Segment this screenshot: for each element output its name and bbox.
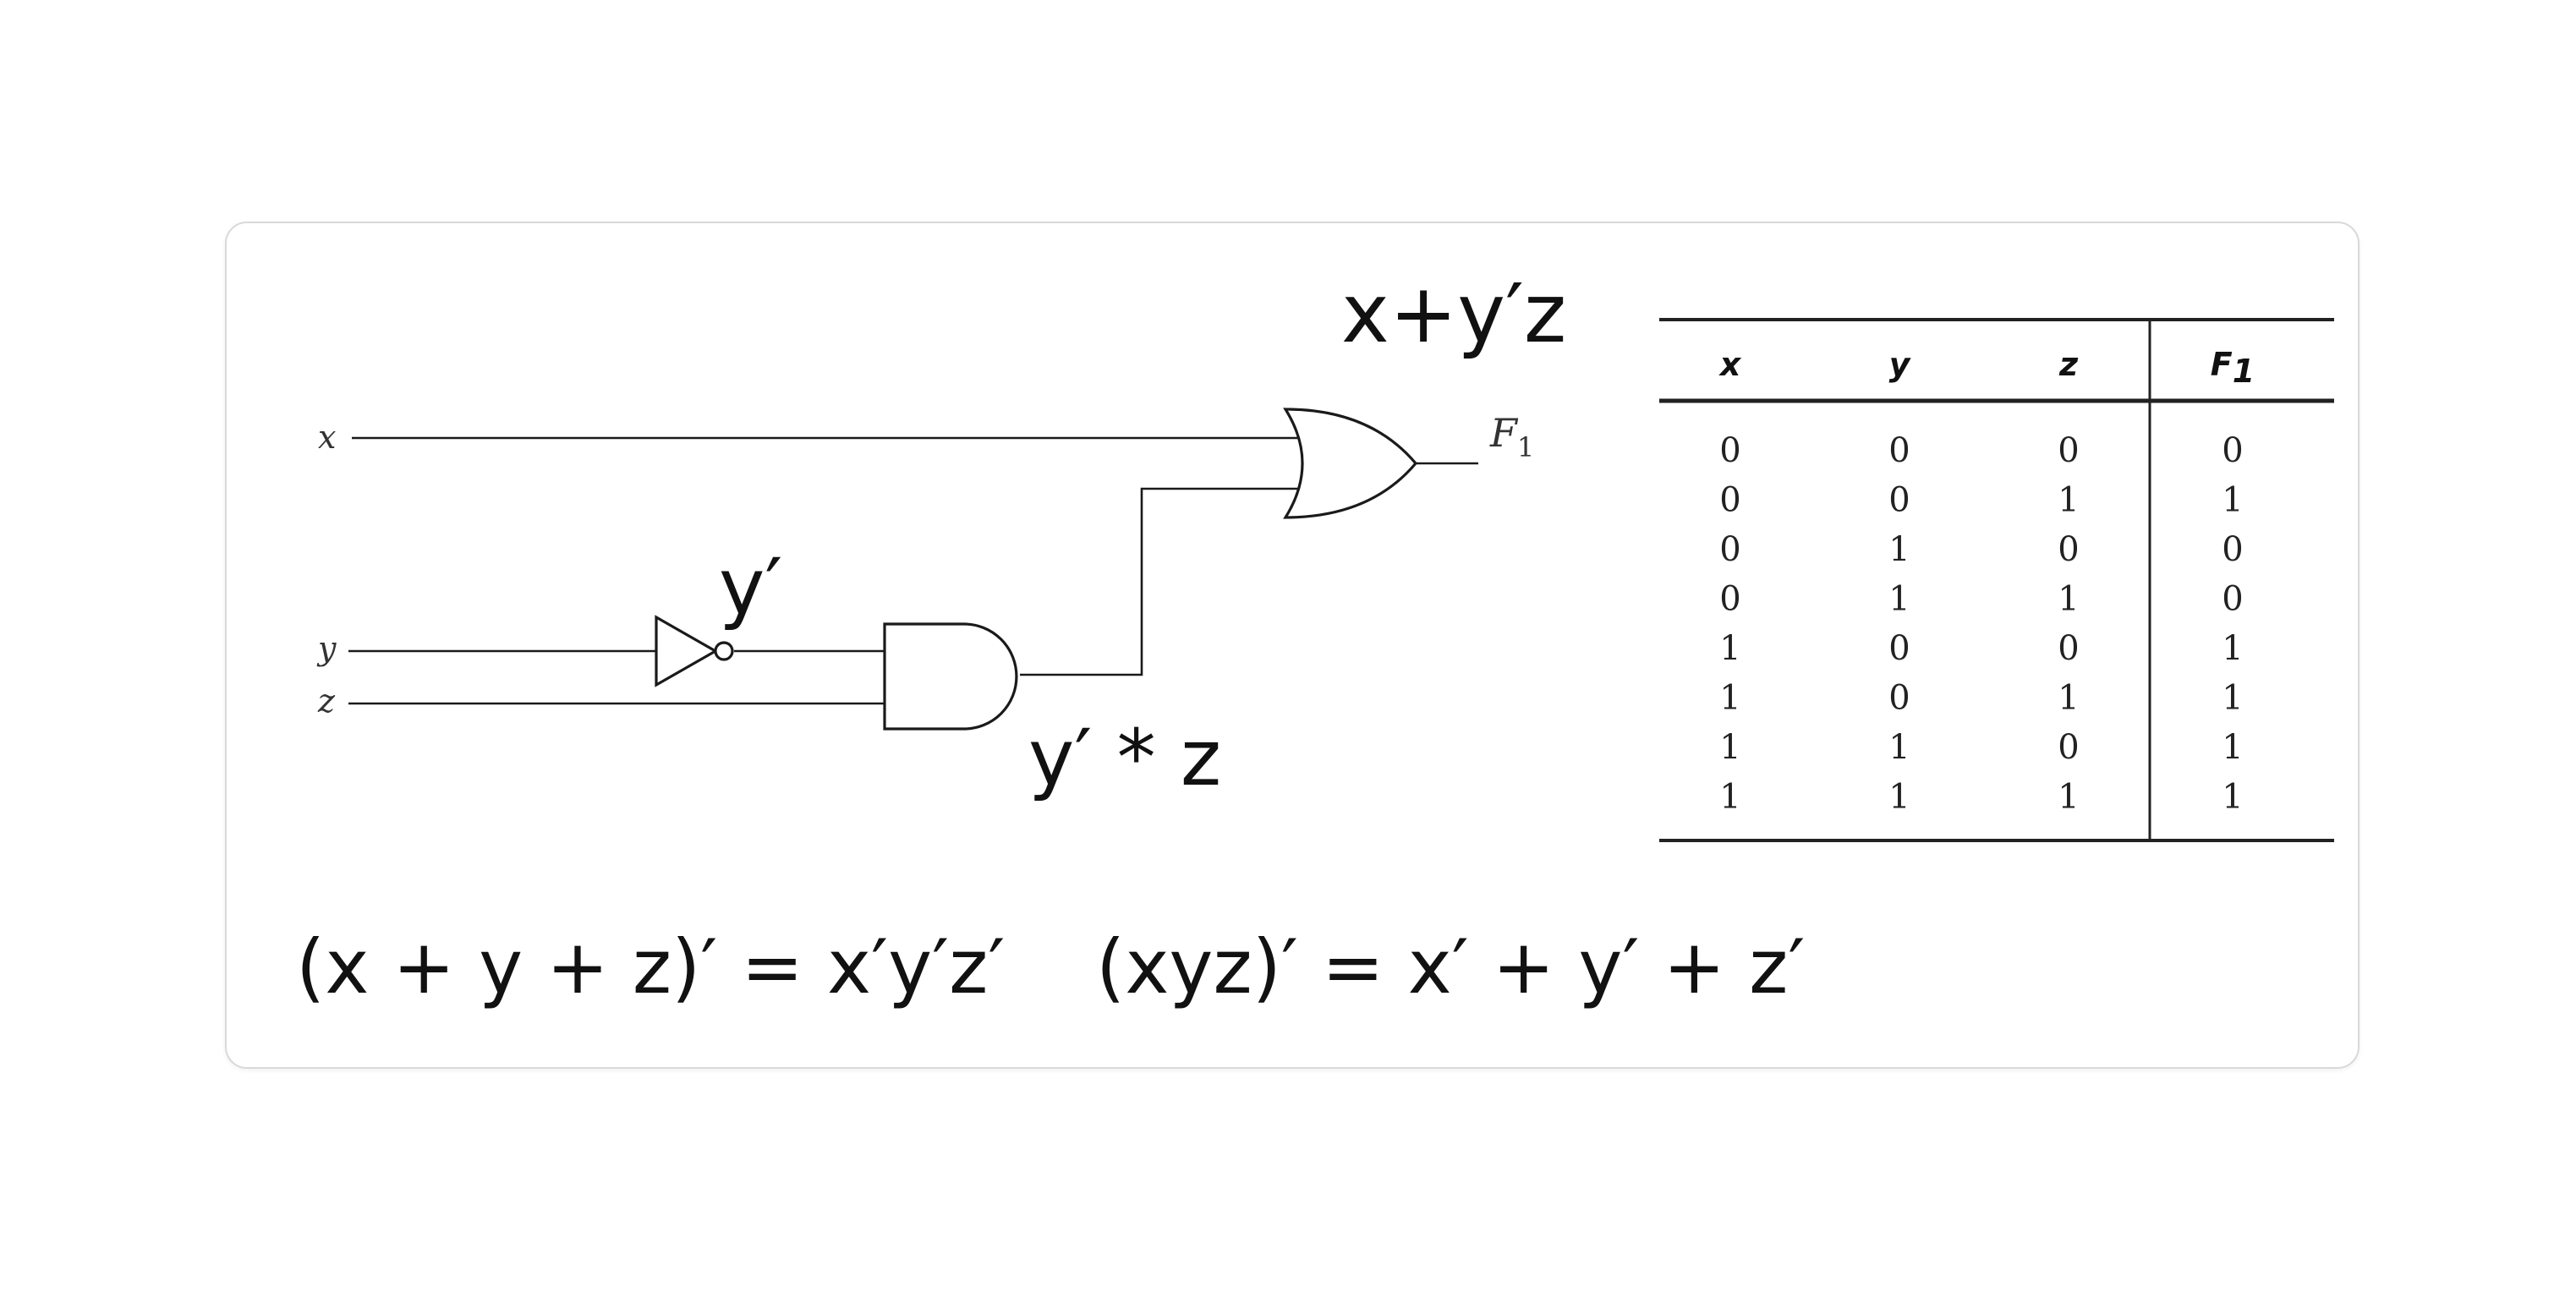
- diagram-card: [225, 222, 2360, 1069]
- output-label: F1: [1489, 410, 1534, 463]
- table-row: 1 0 0 1: [1719, 629, 2243, 668]
- header-f1: F1: [2211, 346, 2255, 390]
- cell-y: 0: [1888, 679, 1910, 718]
- cell-y: 1: [1888, 728, 1910, 767]
- table-row: 0 0 0 0: [1719, 431, 2243, 470]
- cell-y: 1: [1888, 580, 1910, 619]
- cell-z: 1: [2058, 778, 2079, 817]
- cell-x: 1: [1719, 629, 1740, 668]
- cell-x: 0: [1719, 481, 1740, 520]
- cell-x: 1: [1719, 679, 1740, 718]
- cell-z: 0: [2058, 431, 2079, 470]
- cell-z: 1: [2058, 679, 2079, 718]
- table-row: 0 0 1 1: [1719, 481, 2243, 520]
- cell-f1: 1: [2222, 778, 2243, 817]
- table-body: 0 0 0 0 0 0 1 1 0 1 0 0 0 1 1 0 1 0 0 1 1 0 1 1 1 1 0 1 1 1 1 1: [1719, 431, 2243, 817]
- equation-demorgan-and: (xyz)′ = x′ + y′ + z′: [1096, 923, 1805, 1010]
- input-label-y: y: [316, 630, 337, 667]
- header-y: y: [1889, 346, 1912, 383]
- cell-x: 0: [1719, 580, 1740, 619]
- cell-z: 0: [2058, 530, 2079, 569]
- cell-f1: 0: [2222, 580, 2243, 619]
- table-row: 1 1 1 1: [1719, 778, 2243, 817]
- and-gate: [883, 622, 1018, 731]
- cell-z: 0: [2058, 629, 2079, 668]
- cell-x: 1: [1719, 728, 1740, 767]
- cell-y: 0: [1888, 481, 1910, 520]
- equation-demorgan-or: (x + y + z)′ = x′y′z′: [296, 923, 1005, 1010]
- table-row: 0 1 1 0: [1719, 580, 2243, 619]
- cell-f1: 1: [2222, 679, 2243, 718]
- table-row: 1 1 0 1: [1719, 728, 2243, 767]
- not-expression-label: y′: [719, 542, 782, 632]
- cell-z: 1: [2058, 481, 2079, 520]
- cell-f1: 1: [2222, 481, 2243, 520]
- cell-f1: 1: [2222, 728, 2243, 767]
- table-row: 0 1 0 0: [1719, 530, 2243, 569]
- and-expression-label: y′ * z: [1028, 713, 1221, 803]
- cell-x: 1: [1719, 778, 1740, 817]
- cell-z: 0: [2058, 728, 2079, 767]
- not-gate: [655, 615, 734, 687]
- header-z: z: [2058, 346, 2079, 383]
- input-label-x: x: [318, 419, 336, 456]
- circuit-wires: [348, 436, 1478, 705]
- or-expression-label: x+y′z: [1341, 266, 1566, 361]
- wire-and-to-or: [1020, 487, 1319, 676]
- cell-f1: 0: [2222, 431, 2243, 470]
- header-x: x: [1718, 346, 1742, 383]
- cell-y: 0: [1888, 629, 1910, 668]
- cell-y: 1: [1888, 530, 1910, 569]
- input-label-z: z: [317, 682, 336, 720]
- cell-f1: 0: [2222, 530, 2243, 569]
- cell-f1: 1: [2222, 629, 2243, 668]
- cell-x: 0: [1719, 530, 1740, 569]
- cell-x: 0: [1719, 431, 1740, 470]
- cell-y: 1: [1888, 778, 1910, 817]
- cell-y: 0: [1888, 431, 1910, 470]
- cell-z: 1: [2058, 580, 2079, 619]
- or-gate: [1283, 408, 1418, 519]
- table-row: 1 0 1 1: [1719, 679, 2243, 718]
